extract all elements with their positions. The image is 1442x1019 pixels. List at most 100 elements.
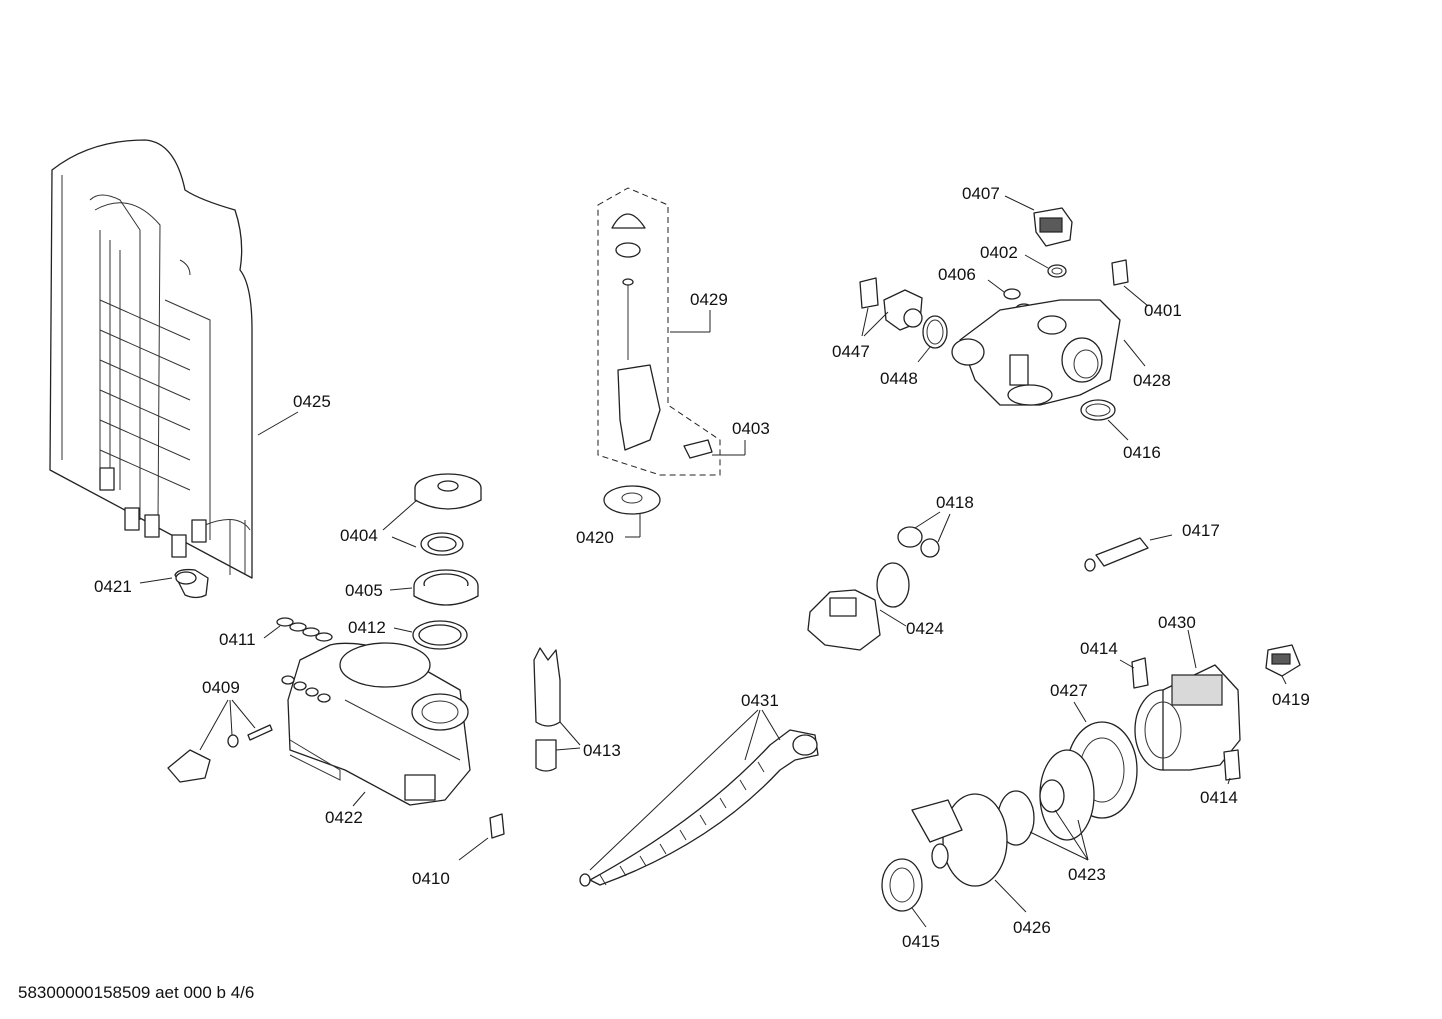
leader-0409b — [229, 699, 233, 736]
label-0412: 0412 — [348, 618, 386, 637]
part-0447-connector — [859, 277, 923, 331]
leader-0417 — [1149, 534, 1173, 541]
label-0430: 0430 — [1158, 613, 1196, 632]
label-0405: 0405 — [345, 581, 383, 600]
leader-0407 — [1004, 195, 1035, 211]
label-0417: 0417 — [1182, 521, 1220, 540]
leader-0413a — [559, 721, 581, 746]
leader-0410 — [458, 837, 489, 861]
part-0416-clamp — [1080, 399, 1116, 421]
leader-0448 — [917, 346, 931, 363]
label-0420: 0420 — [576, 528, 614, 547]
leader-0430 — [1187, 629, 1197, 669]
leader-0421 — [139, 577, 173, 584]
part-0421-elbow — [174, 568, 209, 599]
part-0401-clip — [1111, 259, 1129, 286]
part-0422-housing — [281, 642, 471, 806]
part-0420-disc — [603, 485, 661, 515]
leader-0447a — [861, 307, 869, 337]
leader-0409a — [199, 699, 229, 751]
leader-0431a — [589, 709, 759, 871]
leader-0404 — [382, 499, 418, 531]
label-0424: 0424 — [906, 619, 944, 638]
label-0410: 0410 — [412, 869, 450, 888]
label-0407: 0407 — [962, 184, 1000, 203]
label-0403: 0403 — [732, 419, 770, 438]
part-0428-valve-block — [951, 299, 1121, 406]
leader-0422 — [352, 791, 366, 807]
part-0429-assembly — [597, 187, 721, 476]
label-0423: 0423 — [1068, 865, 1106, 884]
leader-0431b — [744, 709, 761, 761]
label-0416: 0416 — [1123, 443, 1161, 462]
label-0402: 0402 — [980, 243, 1018, 262]
label-0401: 0401 — [1144, 301, 1182, 320]
leader-0416 — [1107, 419, 1129, 441]
leader-0401 — [1123, 285, 1149, 307]
part-0419-connector — [1265, 644, 1301, 677]
leader-0419 — [1281, 675, 1287, 685]
leader-0418b — [937, 513, 951, 543]
part-0407-connector — [1033, 207, 1073, 247]
leader-0428 — [1123, 339, 1146, 367]
label-0427: 0427 — [1050, 681, 1088, 700]
label-0425: 0425 — [293, 392, 331, 411]
part-0404-cap — [414, 473, 482, 510]
part-0414-clip-top — [1131, 657, 1149, 689]
part-0424-pump — [807, 562, 910, 651]
label-0413: 0413 — [583, 741, 621, 760]
label-0414b: 0414 — [1200, 788, 1238, 807]
leader-0423b — [1054, 809, 1089, 861]
leader-0411 — [263, 625, 281, 639]
part-0413-float — [533, 647, 561, 772]
leader-0409c — [231, 699, 256, 729]
label-0415: 0415 — [902, 932, 940, 951]
label-0431: 0431 — [741, 691, 779, 710]
label-0409: 0409 — [202, 678, 240, 697]
part-0404-ring — [420, 532, 464, 556]
part-0414-clip-bottom — [1223, 749, 1241, 781]
label-0426: 0426 — [1013, 918, 1051, 937]
part-0425-heat-exchanger — [49, 139, 253, 579]
leader-0415 — [911, 907, 927, 928]
part-0415-seal — [881, 858, 923, 912]
part-0418-fittings — [897, 526, 940, 558]
part-0431-hose — [579, 729, 819, 887]
label-0419: 0419 — [1272, 690, 1310, 709]
label-0411: 0411 — [219, 630, 256, 649]
leader-0418a — [914, 511, 941, 529]
part-0402-oring — [1047, 264, 1067, 278]
leader-0447b — [863, 311, 889, 337]
label-0448: 0448 — [880, 369, 918, 388]
label-0447: 0447 — [832, 342, 870, 361]
part-0423-seals — [997, 749, 1095, 846]
part-0430-pump-motor — [1134, 664, 1241, 771]
label-0414a: 0414 — [1080, 639, 1118, 658]
part-0409-sensor — [167, 724, 273, 783]
leader-0405 — [389, 587, 413, 591]
leader-0427 — [1073, 701, 1087, 723]
label-0418: 0418 — [936, 493, 974, 512]
part-0410-clip — [489, 813, 505, 839]
leader-0412 — [393, 627, 413, 633]
leader-0404b — [391, 536, 417, 548]
label-0421: 0421 — [94, 577, 132, 596]
leader-0423c — [1077, 819, 1089, 861]
part-0412-gasket — [412, 620, 468, 650]
leader-0413b — [555, 747, 581, 751]
part-0448-oring — [922, 315, 948, 349]
document-code: 58300000158509 aet 000 b 4/6 — [18, 983, 254, 1002]
label-0422: 0422 — [325, 808, 363, 827]
leader-0414b — [1227, 777, 1231, 785]
part-0411-discs — [276, 617, 333, 642]
leader-0423a — [1029, 831, 1089, 861]
leader-0425 — [257, 411, 299, 436]
leader-0406 — [987, 279, 1005, 293]
label-0404: 0404 — [340, 526, 378, 545]
label-0406: 0406 — [938, 265, 976, 284]
leader-0402 — [1024, 254, 1049, 269]
leader-0431c — [761, 709, 781, 741]
leader-0424 — [879, 609, 907, 627]
